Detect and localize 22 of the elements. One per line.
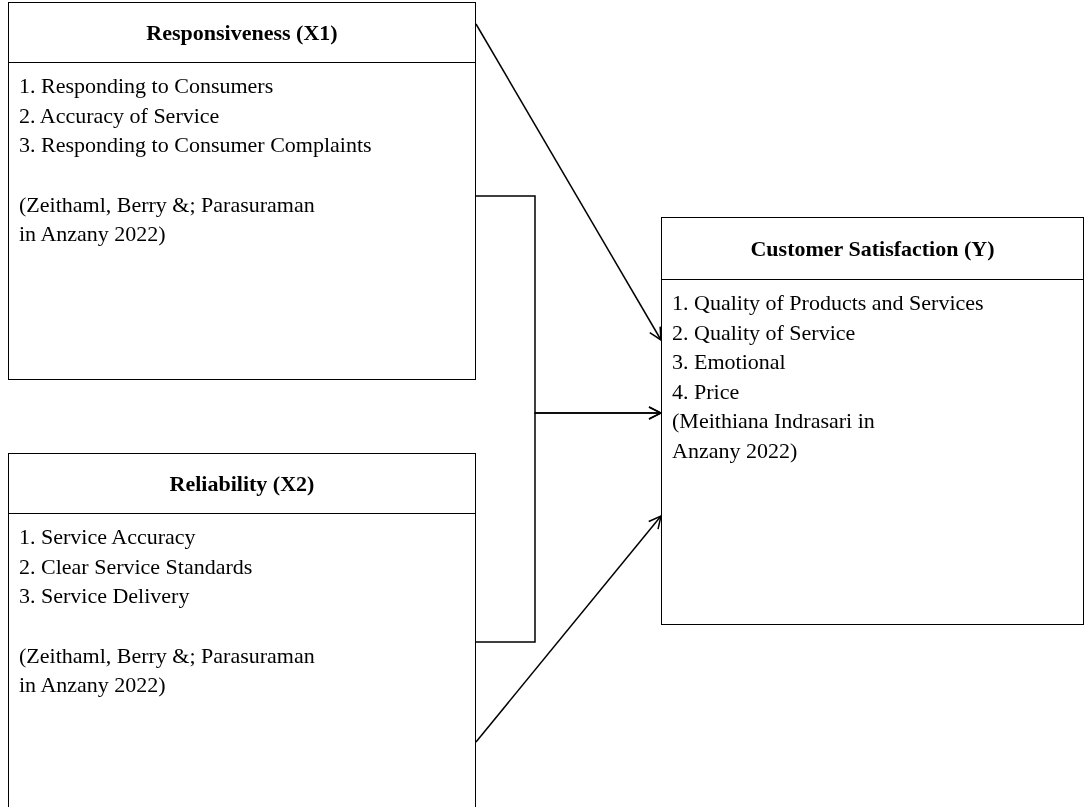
variable-box [661,217,1084,625]
box-heading: Reliability (X2) [169,470,315,497]
indicator-text: 1. Service Accuracy [19,523,197,551]
indicator-text: 1. Responding to Consumers [19,72,275,100]
box-heading: Responsiveness (X1) [146,19,338,46]
variable-box [8,453,476,807]
arrow [475,23,662,341]
citation-text: (Zeithaml, Berry &; Parasuraman in Anzany 2022) [19,190,316,248]
indicator-text: 3. Emotional [672,348,787,376]
indicator-text: 2. Quality of Service [672,318,857,347]
indicator-text: 3. Service Delivery [19,582,191,610]
indicator-text: 1. Quality of Products and Services [672,289,985,317]
indicator-text: 3. Responding to Consumer Complaints [19,131,373,159]
arrow [475,406,662,643]
citation-text: (Meithiana Indrasari in Anzany 2022) [672,407,876,465]
box-heading: Customer Satisfaction (Y) [750,235,995,262]
indicator-text: 4. Price [672,377,741,406]
citation-text: (Zeithaml, Berry &; Parasuraman in Anzany 2022) [19,641,316,699]
arrow [475,515,662,743]
indicator-text: 2. Accuracy of Service [19,101,221,130]
indicator-text: 2. Clear Service Standards [19,552,254,581]
variable-box [8,2,476,380]
